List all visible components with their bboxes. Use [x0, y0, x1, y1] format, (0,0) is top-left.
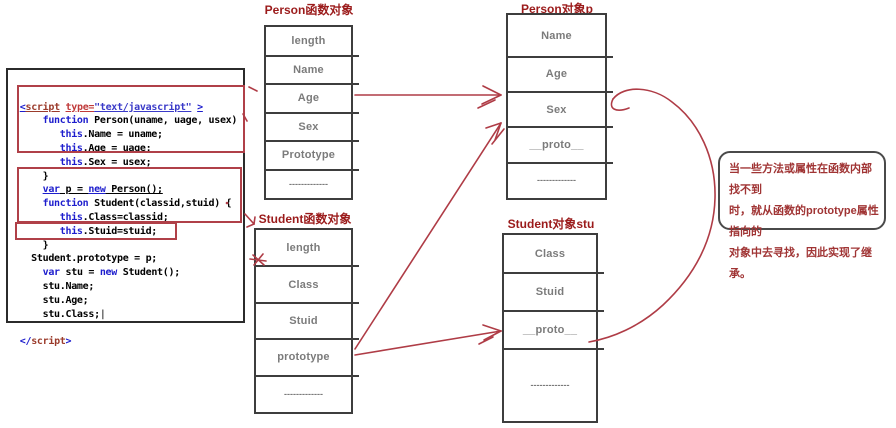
person-function-object-title: Person函数对象 — [264, 3, 354, 17]
code-line: stu.Class;| — [14, 308, 106, 320]
memory-slot: Class — [502, 235, 604, 274]
memory-slot: __proto__ — [502, 311, 604, 350]
person-instance-title: Person对象p — [520, 2, 593, 16]
code-lines: <script type="text/javascript" > functio… — [14, 101, 243, 349]
code-line: <script type="text/javascript" > — [19, 101, 203, 113]
memory-slot: ------------- — [284, 388, 323, 399]
memory-slot: Name — [506, 15, 613, 58]
code-line: Student.prototype = p; — [14, 253, 158, 265]
memory-slot: length — [264, 27, 359, 56]
memory-slot: Stuid — [254, 303, 359, 341]
arrow-prototype-to-personobj — [354, 122, 505, 350]
memory-slot: Sex — [506, 92, 613, 129]
code-line: this.Name = uname; — [59, 129, 163, 141]
code-line: function Person(uname, uage, usex) — [42, 115, 238, 127]
annotation-line: 当一些方法或属性在函数内部找不到 — [729, 163, 872, 196]
code-line: </script> — [19, 336, 72, 348]
annotation-callout: 当一些方法或属性在函数内部找不到 时，就从函数的prototype属性指向的 对… — [718, 151, 886, 280]
arrow-prototype-to-studentobj — [354, 324, 502, 356]
code-line: stu.Name; — [14, 280, 95, 292]
annotation-line: 时，就从函数的prototype属性指向的 — [729, 205, 879, 238]
code-line: stu.Age; — [14, 294, 89, 306]
memory-slot: __proto__ — [506, 127, 613, 165]
memory-slot: prototype — [254, 339, 359, 378]
memory-slot: Prototype — [264, 141, 359, 170]
code-line: function Student(classid,stuid) { — [42, 198, 232, 210]
code-line — [14, 321, 243, 335]
memory-slot: Name — [264, 56, 359, 85]
code-line: this.Age = uage; — [59, 142, 152, 154]
student-function-object-title: Student函数对象 — [258, 212, 352, 226]
code-line: this.Class=classid; — [59, 211, 169, 223]
code-editor: <script type="text/javascript" > functio… — [6, 68, 245, 347]
code-line: this.Stuid=stuid; — [59, 225, 158, 237]
memory-slot: length — [254, 230, 359, 268]
arrow-personfunc-to-personobj — [354, 85, 502, 109]
code-line: this.Sex = usex; — [59, 156, 152, 168]
memory-slot: Age — [506, 57, 613, 94]
code-line: } — [14, 170, 49, 182]
code-line: var p = new Person(); — [42, 184, 163, 196]
memory-slot: ------------- — [537, 175, 576, 186]
code-line: var stu = new Student(); — [42, 267, 181, 279]
memory-slot: Stuid — [502, 273, 604, 312]
memory-slot: Age — [264, 84, 359, 113]
memory-slot: Sex — [264, 113, 359, 142]
memory-slot: ------------- — [530, 379, 570, 390]
code-line: } — [14, 239, 49, 251]
memory-slot: ------------- — [289, 178, 328, 189]
memory-slot: Class — [254, 266, 359, 305]
student-instance-title: Student对象stu — [507, 217, 595, 231]
annotation-line: 对象中去寻找，因此实现了继承。 — [729, 247, 872, 280]
